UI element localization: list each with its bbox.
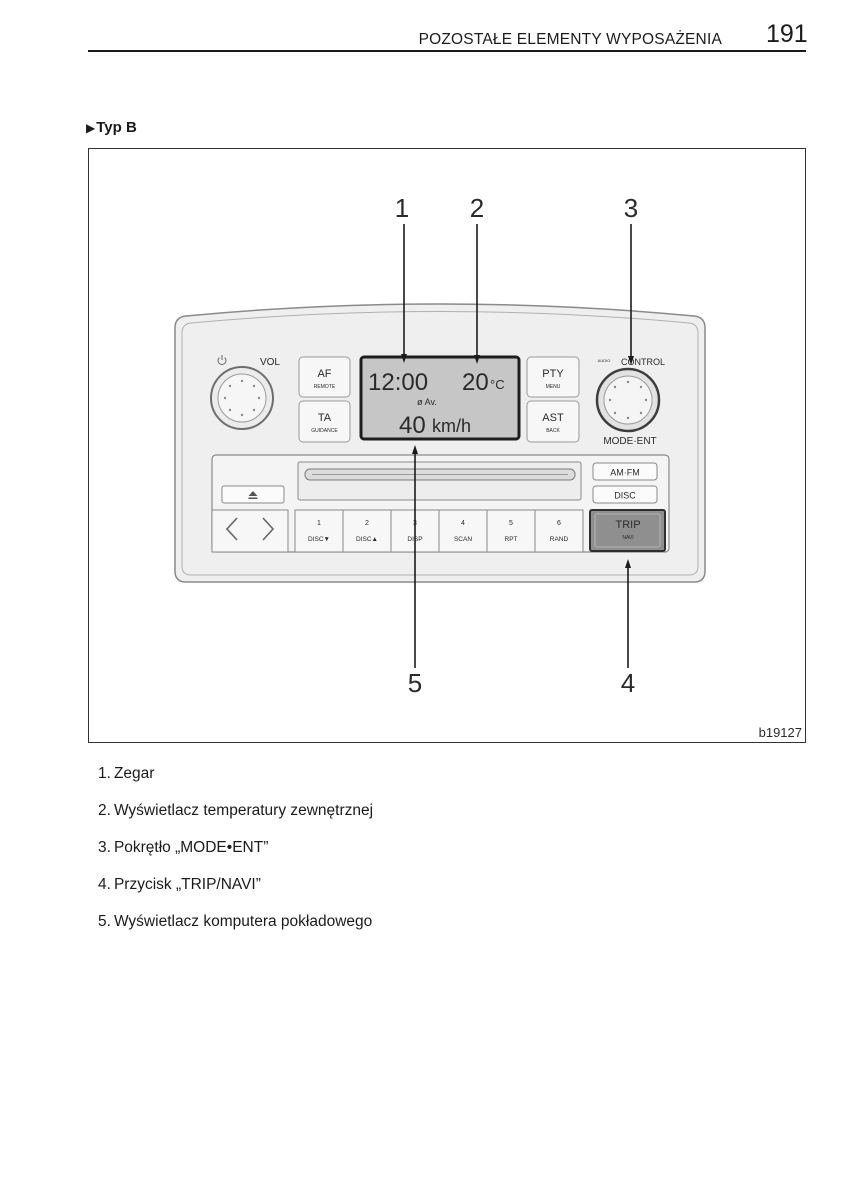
leader-lines — [401, 224, 634, 668]
leader-arrow — [401, 354, 407, 363]
list-item-text: Zegar — [113, 765, 155, 782]
chevron-left-icon — [225, 517, 238, 541]
legend-list: 1.Zegar 2.Wyświetlacz temperatury zewnęt… — [98, 765, 373, 950]
list-item-number: 2. — [98, 802, 111, 819]
radio-figure: VOL AF REMOTE TA GUIDANCE 12:00 20 °C ø … — [88, 148, 806, 743]
preset-number: 1 — [317, 520, 321, 527]
preset-number: 6 — [557, 520, 561, 527]
control-label: CONTROL — [621, 357, 665, 367]
leader-arrow — [628, 356, 634, 365]
list-item-number: 5. — [98, 913, 111, 930]
mode-ent-label: MODE·ENT — [603, 436, 656, 447]
preset-number: 5 — [509, 520, 513, 527]
ta-label: TA — [318, 412, 332, 424]
list-item: 2.Wyświetlacz temperatury zewnętrznej — [98, 802, 373, 839]
preset-number: 2 — [365, 520, 369, 527]
list-item-number: 4. — [98, 876, 111, 893]
list-item: 1.Zegar — [98, 765, 373, 802]
preset-label: RAND — [550, 536, 569, 543]
temperature-value: 20 — [462, 369, 489, 396]
list-item: 3.Pokrętło „MODE•ENT” — [98, 839, 373, 876]
callout-number: 2 — [470, 193, 484, 223]
preset-button: 2 DISC▲ — [342, 509, 392, 553]
section-title: POZOSTAŁE ELEMENTY WYPOSAŻENIA — [418, 31, 722, 48]
radio-unit: VOL AF REMOTE TA GUIDANCE 12:00 20 °C ø … — [174, 303, 706, 583]
preset-label: DISC▲ — [356, 536, 378, 543]
list-item-number: 1. — [98, 765, 111, 782]
list-item: 4.Przycisk „TRIP/NAVI” — [98, 876, 373, 913]
ta-button: TA GUIDANCE — [298, 400, 351, 443]
ast-button: AST BACK — [526, 400, 580, 443]
trip-navi-button: TRIP NAVI — [589, 509, 666, 552]
leader-arrow — [625, 559, 631, 568]
header-rule — [88, 50, 806, 52]
preset-label: RPT — [505, 536, 518, 543]
list-item: 5.Wyświetlacz komputera pokładowego — [98, 913, 373, 950]
power-icon — [217, 355, 227, 366]
eject-button — [221, 485, 285, 504]
af-button: AF REMOTE — [298, 356, 351, 398]
list-item-text: Przycisk „TRIP/NAVI” — [113, 876, 261, 893]
preset-button: 5 RPT — [486, 509, 536, 553]
am-fm-label: AM·FM — [610, 468, 640, 478]
chevron-right-icon — [262, 517, 275, 541]
ta-sublabel: GUIDANCE — [311, 428, 338, 434]
clock-display: 12:00 — [368, 369, 428, 396]
list-item-text: Pokrętło „MODE•ENT” — [113, 839, 269, 856]
trip-label: TRIP — [615, 519, 640, 531]
eject-icon — [248, 491, 258, 499]
list-item-number: 3. — [98, 839, 111, 856]
af-label: AF — [317, 368, 331, 380]
callout-number: 3 — [624, 193, 638, 223]
leader-arrow — [474, 355, 480, 364]
navi-label: NAVI — [622, 535, 633, 541]
preset-button: 1 DISC▼ — [294, 509, 344, 553]
pty-button: PTY MENU — [526, 356, 580, 398]
preset-label: DISC▼ — [308, 536, 330, 543]
list-item-text: Wyświetlacz temperatury zewnętrznej — [113, 802, 374, 819]
audio-label: AUDIO — [598, 358, 611, 363]
preset-number: 4 — [461, 520, 465, 527]
af-sublabel: REMOTE — [314, 384, 336, 390]
pty-sublabel: MENU — [546, 384, 561, 390]
subheading: ▶Typ B — [86, 119, 137, 136]
multi-display: 12:00 20 °C ø Av. 40 km/h — [359, 355, 521, 441]
pty-label: PTY — [542, 368, 564, 380]
radio-housing-inner — [181, 311, 699, 576]
figure-id: b19127 — [759, 725, 802, 740]
ast-sublabel: BACK — [546, 428, 560, 434]
leader-arrow — [412, 445, 418, 454]
volume-knob — [210, 366, 274, 430]
list-item-text: Wyświetlacz komputera pokładowego — [113, 913, 373, 930]
ast-label: AST — [542, 412, 564, 424]
subheading-marker: ▶ — [86, 121, 96, 135]
callout-number: 5 — [408, 668, 422, 698]
disc-button: DISC — [592, 485, 658, 504]
cd-slot — [297, 461, 582, 501]
preset-button: 6 RAND — [534, 509, 584, 553]
preset-button: 4 SCAN — [438, 509, 488, 553]
seek-buttons — [211, 509, 289, 553]
page-number: 191 — [766, 20, 808, 48]
callout-number: 1 — [395, 193, 409, 223]
vol-label: VOL — [260, 357, 280, 368]
preset-label: SCAN — [454, 536, 472, 543]
speed-value: 40 — [399, 412, 426, 439]
mode-ent-knob — [595, 367, 661, 433]
speed-unit: km/h — [432, 416, 471, 436]
subheading-label: Typ B — [96, 119, 137, 136]
average-label: ø Av. — [417, 397, 437, 407]
callout-number: 4 — [621, 668, 635, 698]
temperature-unit: °C — [490, 377, 505, 392]
disc-label: DISC — [614, 491, 636, 501]
am-fm-button: AM·FM — [592, 462, 658, 481]
